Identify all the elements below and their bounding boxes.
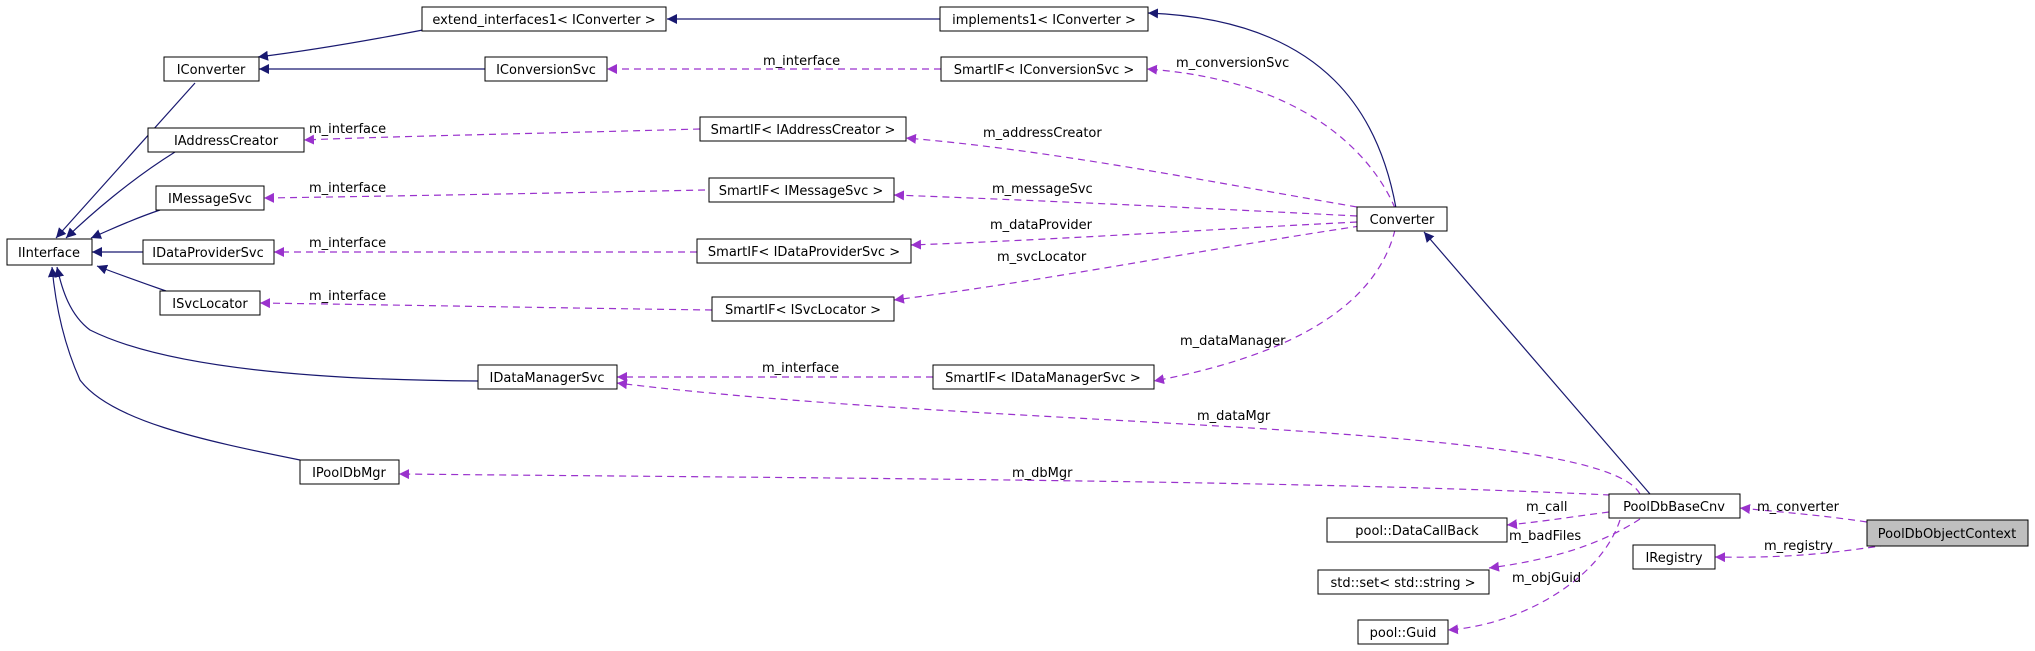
edge-PoolDbObjectContext-converter — [1739, 504, 1868, 523]
edge-label-m_interface: m_interface — [763, 54, 840, 69]
edge-label-m_interface: m_interface — [762, 361, 839, 376]
edge-Converter-addressCreator — [905, 133, 1358, 208]
edge-label-m_dataMgr: m_dataMgr — [1197, 409, 1271, 424]
edge-SmartIF_IMessageSvc-interface — [263, 189, 706, 203]
node-label: Converter — [1370, 213, 1435, 228]
edge-label-m_badFiles: m_badFiles — [1509, 529, 1581, 544]
edge-IDataManagerSvc-to-IInterface — [54, 266, 479, 382]
edge-label-m_conversionSvc: m_conversionSvc — [1176, 56, 1289, 71]
node-Converter[interactable]: Converter — [1356, 206, 1448, 232]
edge-PoolDbBaseCnv-to-Converter — [1423, 231, 1651, 495]
node-IDataManagerSvc[interactable]: IDataManagerSvc — [477, 364, 618, 390]
edge-PoolDbBaseCnv-objGuid — [1447, 519, 1621, 635]
node-label: SmartIF< IMessageSvc > — [719, 184, 884, 199]
usage-edges — [259, 64, 1888, 635]
edge-Converter-dataProvider — [910, 221, 1358, 250]
edge-labels: m_interface m_conversionSvc m_interface … — [309, 54, 1840, 586]
edge-extend_interfaces1-to-IConverter — [257, 28, 429, 61]
node-implements1[interactable]: implements1< IConverter > — [939, 6, 1149, 32]
node-label: IAddressCreator — [174, 134, 279, 149]
class-nodes: extend_interfaces1< IConverter > impleme… — [6, 6, 2029, 645]
node-label: IPoolDbMgr — [312, 466, 386, 481]
edge-Converter-messageSvc — [893, 190, 1358, 217]
edge-label-m_dataManager: m_dataManager — [1180, 334, 1286, 349]
edge-PoolDbBaseCnv-call — [1506, 511, 1610, 530]
edge-label-m_messageSvc: m_messageSvc — [992, 182, 1093, 197]
node-ISvcLocator[interactable]: ISvcLocator — [159, 290, 261, 316]
node-label: IInterface — [18, 246, 80, 261]
node-label: PoolDbObjectContext — [1878, 527, 2016, 542]
edge-PoolDbBaseCnv-badFiles — [1488, 518, 1641, 572]
edge-label-m_dataProvider: m_dataProvider — [990, 218, 1093, 233]
edge-label-m_svcLocator: m_svcLocator — [997, 250, 1087, 265]
node-IRegistry[interactable]: IRegistry — [1632, 544, 1716, 570]
edge-Converter-dataManager — [1153, 229, 1396, 385]
edge-label-m_interface: m_interface — [309, 181, 386, 196]
node-label: IDataProviderSvc — [152, 246, 264, 261]
inheritance-edges — [47, 8, 1651, 495]
node-label: SmartIF< IConversionSvc > — [954, 63, 1135, 78]
edge-label-m_addressCreator: m_addressCreator — [983, 126, 1102, 141]
node-label: pool::Guid — [1370, 626, 1437, 641]
edge-label-m_objGuid: m_objGuid — [1512, 571, 1581, 586]
edge-IPoolDbMgr-to-IInterface — [47, 266, 301, 461]
node-label: SmartIF< ISvcLocator > — [725, 303, 881, 318]
edge-SmartIF_IAddressCreator-interface — [303, 128, 701, 145]
node-SmartIF-IAddressCreator[interactable]: SmartIF< IAddressCreator > — [699, 116, 907, 142]
node-IPoolDbMgr[interactable]: IPoolDbMgr — [299, 459, 400, 485]
node-label: implements1< IConverter > — [952, 13, 1136, 28]
node-IConversionSvc[interactable]: IConversionSvc — [484, 56, 608, 82]
edge-label-m_registry: m_registry — [1764, 539, 1833, 554]
node-label: SmartIF< IDataProviderSvc > — [708, 245, 900, 260]
edge-Converter-svcLocator — [893, 225, 1361, 304]
node-PoolDbBaseCnv[interactable]: PoolDbBaseCnv — [1608, 493, 1741, 519]
node-pool-DataCallBack[interactable]: pool::DataCallBack — [1326, 517, 1508, 543]
edge-label-m_dbMgr: m_dbMgr — [1012, 466, 1073, 481]
node-label: ISvcLocator — [172, 297, 248, 312]
node-label: PoolDbBaseCnv — [1623, 500, 1725, 515]
node-label: SmartIF< IDataManagerSvc > — [945, 371, 1141, 386]
node-extend-interfaces1[interactable]: extend_interfaces1< IConverter > — [421, 6, 667, 32]
edge-PoolDbObjectContext-registry — [1714, 544, 1888, 563]
edge-label-m_converter: m_converter — [1757, 500, 1840, 515]
node-pool-Guid[interactable]: pool::Guid — [1357, 619, 1449, 645]
node-label: IConversionSvc — [496, 63, 596, 78]
edge-IMessageSvc-to-IInterface — [90, 209, 161, 239]
edge-label-m_interface: m_interface — [309, 236, 386, 251]
edge-Converter-conversionSvc — [1146, 64, 1396, 209]
edge-PoolDbBaseCnv-dbMgr — [398, 469, 1611, 496]
node-label: SmartIF< IAddressCreator > — [711, 123, 896, 138]
node-std-set-string[interactable]: std::set< std::string > — [1317, 569, 1490, 595]
edge-Converter-to-implements1 — [1147, 8, 1397, 209]
edge-IAddressCreator-to-IInterface — [65, 151, 176, 239]
node-SmartIF-IMessageSvc[interactable]: SmartIF< IMessageSvc > — [708, 177, 895, 203]
node-PoolDbObjectContext[interactable]: PoolDbObjectContext — [1866, 519, 2029, 547]
node-label: std::set< std::string > — [1331, 576, 1476, 591]
node-label: IDataManagerSvc — [490, 371, 605, 386]
node-IAddressCreator[interactable]: IAddressCreator — [147, 127, 305, 153]
edge-PoolDbBaseCnv-dataMgr — [616, 379, 1641, 495]
edge-label-m_interface: m_interface — [309, 289, 386, 304]
edge-ISvcLocator-to-IInterface — [96, 264, 167, 292]
node-IConverter[interactable]: IConverter — [163, 56, 260, 82]
node-SmartIF-IDataManagerSvc[interactable]: SmartIF< IDataManagerSvc > — [932, 364, 1155, 390]
node-IDataProviderSvc[interactable]: IDataProviderSvc — [142, 239, 275, 265]
node-SmartIF-IDataProviderSvc[interactable]: SmartIF< IDataProviderSvc > — [696, 238, 912, 264]
node-label: IConverter — [177, 63, 246, 78]
edge-IConverter-to-IInterface — [55, 82, 196, 239]
node-IInterface[interactable]: IInterface — [6, 238, 93, 266]
node-label: IMessageSvc — [168, 192, 252, 207]
node-SmartIF-ISvcLocator[interactable]: SmartIF< ISvcLocator > — [711, 296, 895, 322]
node-label: extend_interfaces1< IConverter > — [432, 13, 655, 28]
node-label: pool::DataCallBack — [1355, 524, 1479, 539]
node-IMessageSvc[interactable]: IMessageSvc — [155, 185, 265, 211]
node-SmartIF-IConversionSvc[interactable]: SmartIF< IConversionSvc > — [940, 56, 1148, 82]
edge-SmartIF_ISvcLocator-interface — [259, 298, 713, 311]
node-label: IRegistry — [1645, 551, 1702, 566]
edge-label-m_call: m_call — [1526, 500, 1568, 515]
edge-label-m_interface: m_interface — [309, 122, 386, 137]
